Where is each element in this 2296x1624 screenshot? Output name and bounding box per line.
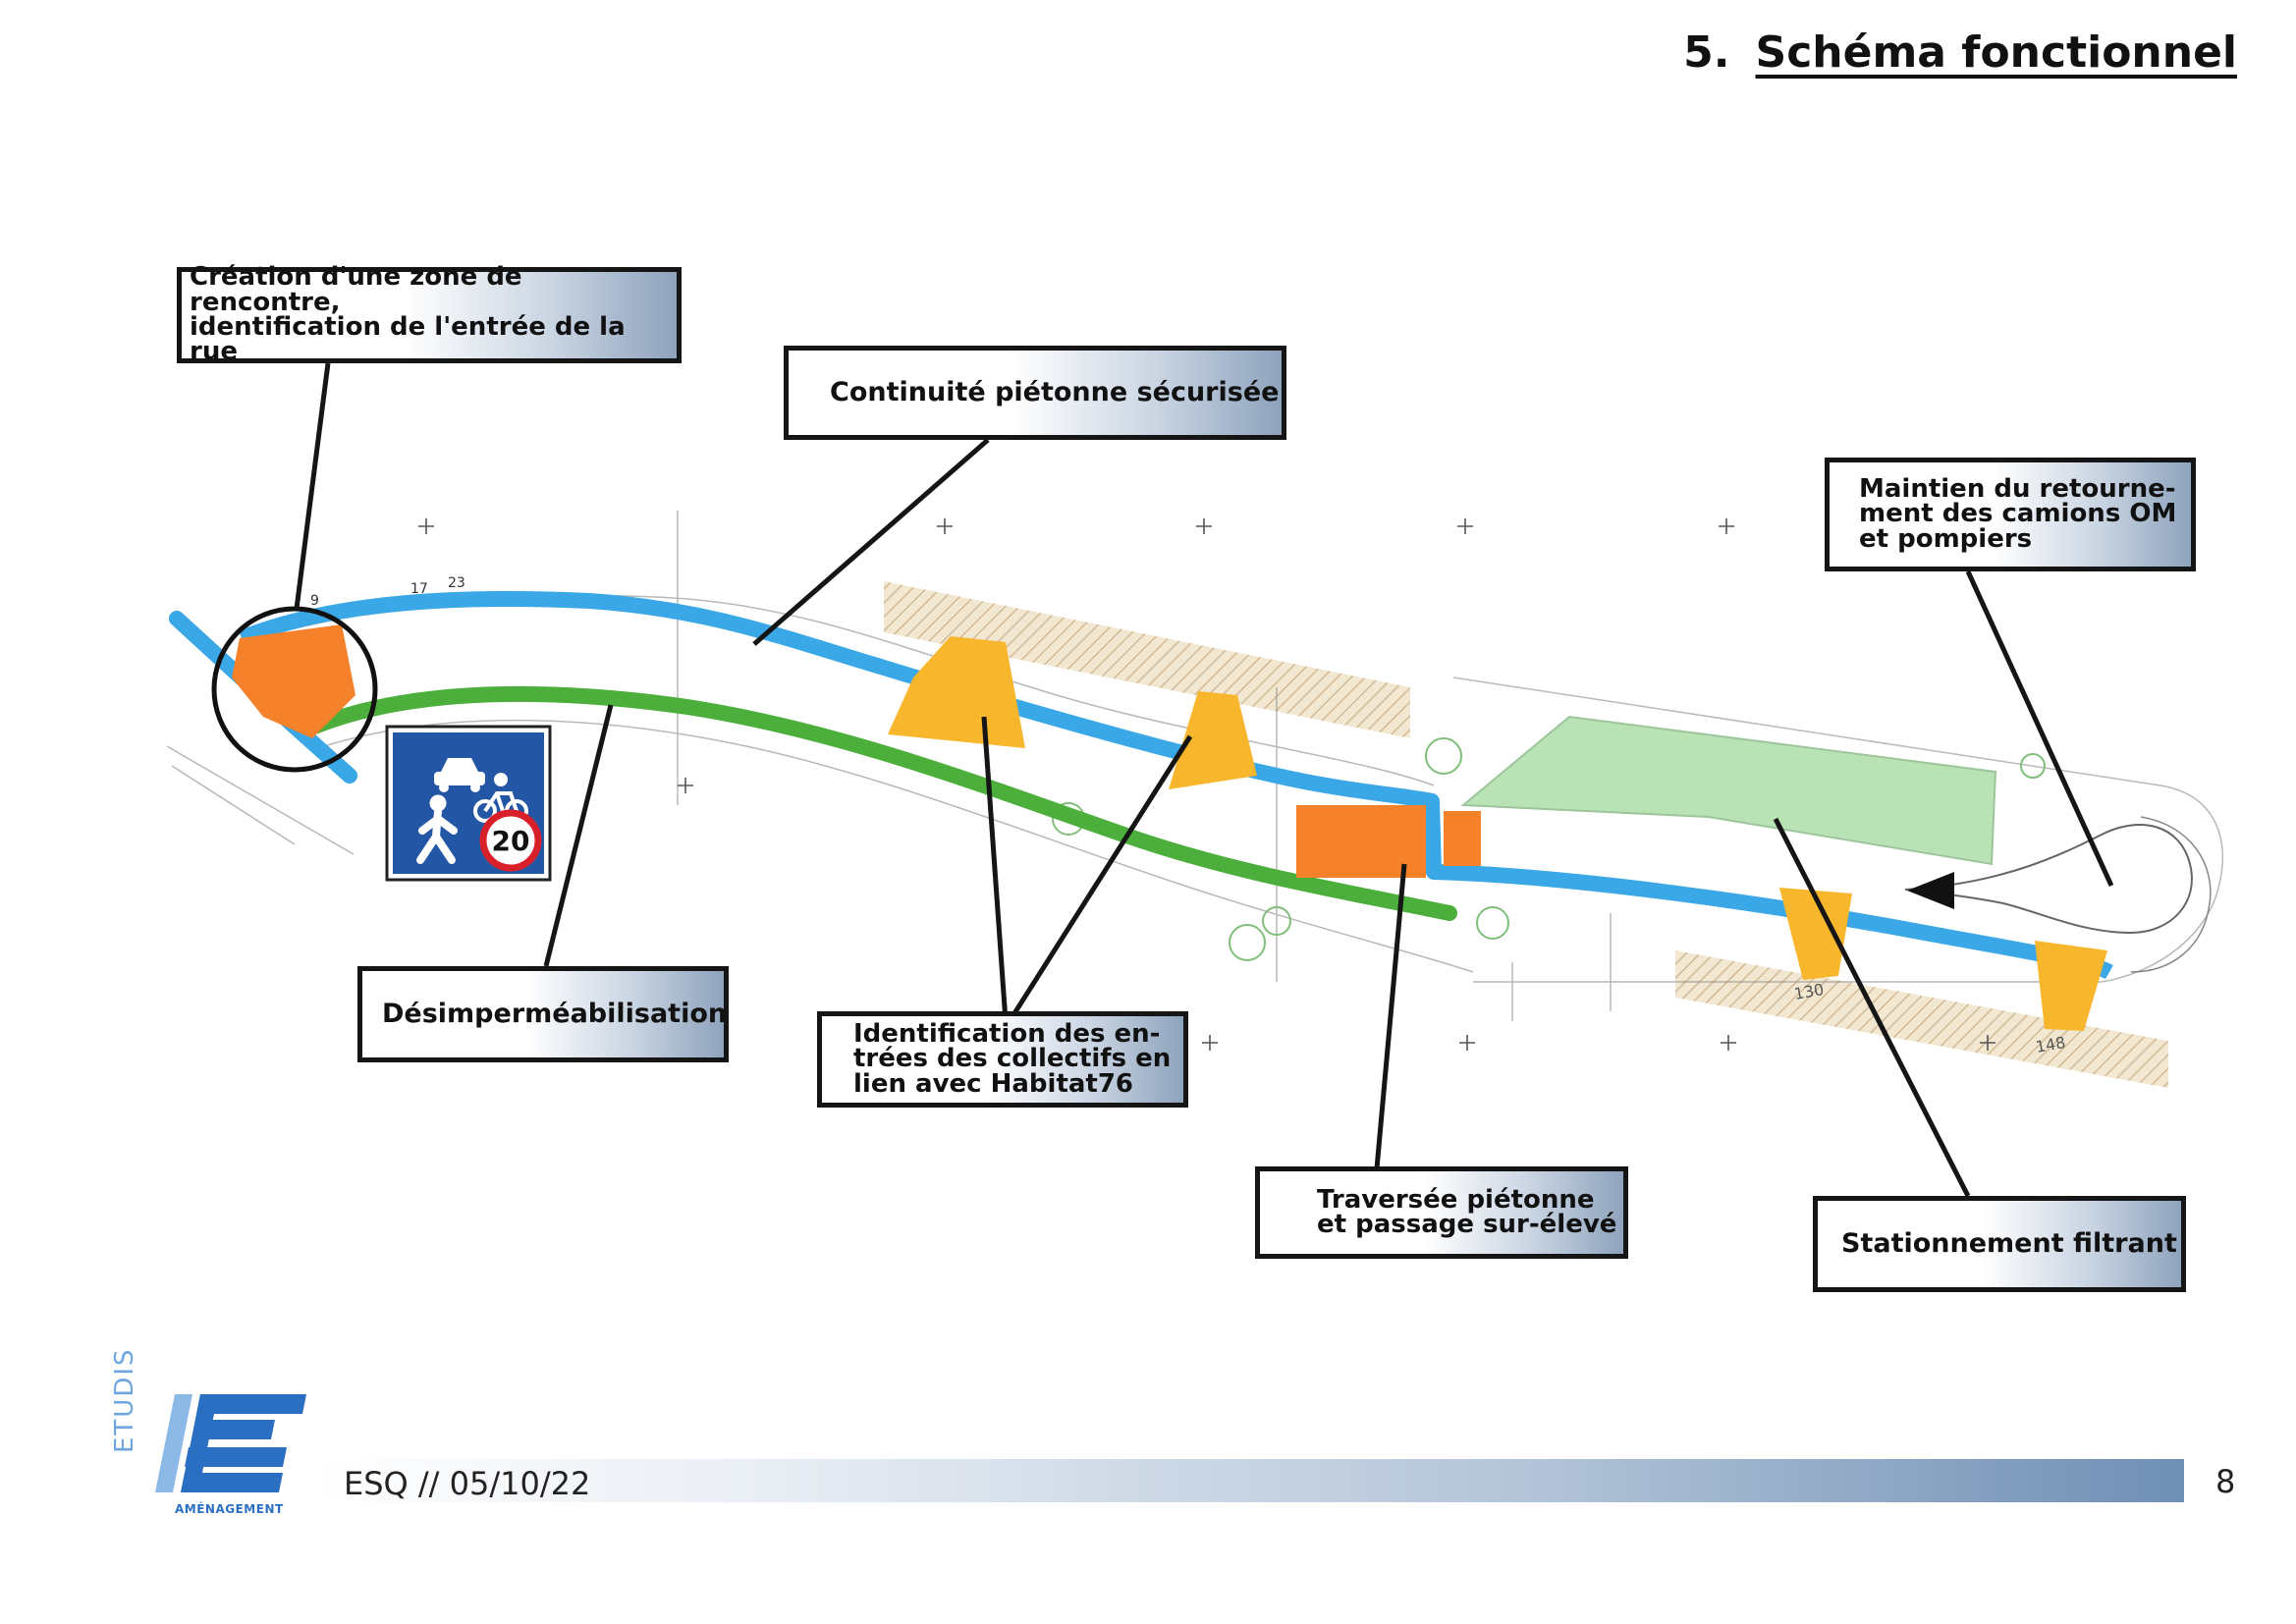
callout-desimpermeabilisation: Désimperméabilisation bbox=[357, 966, 729, 1062]
plan-label: 9 bbox=[310, 593, 319, 609]
yellow-building-entrance bbox=[1169, 691, 1257, 789]
yellow-building-entrance bbox=[888, 636, 1025, 748]
callout-stationnement-filtrant: Stationnement filtrant bbox=[1813, 1196, 2186, 1292]
loop-outer bbox=[2130, 816, 2212, 973]
page-number: 8 bbox=[2215, 1463, 2236, 1500]
section-number: 5. bbox=[1683, 27, 1730, 78]
green-desimpermeabilisation-strip bbox=[306, 685, 1457, 921]
callout-zone-rencontre: Création d'une zone de rencontre, identi… bbox=[177, 262, 682, 367]
callout-text: Maintien du retourne- ment des camions O… bbox=[1859, 473, 2177, 554]
callout-text: Identification des en- trées des collect… bbox=[853, 1018, 1172, 1099]
callout-text: Création d'une zone de rencontre, identi… bbox=[190, 262, 626, 367]
callout-continuite-pietonne: Continuité piétonne sécurisée bbox=[784, 346, 1286, 440]
callout-identification-entrees: Identification des en- trées des collect… bbox=[817, 1011, 1188, 1108]
plan-label: 17 bbox=[410, 581, 428, 597]
orange-raised-crossing bbox=[1444, 811, 1481, 866]
grid-markers bbox=[418, 518, 1995, 1051]
parcel-lines bbox=[166, 511, 2224, 1021]
hatched-building-zone bbox=[884, 581, 1410, 738]
callout-traversee-pietonne: Traversée piétonne et passage sur-élevé bbox=[1255, 1166, 1628, 1259]
pedestrian-icon bbox=[416, 794, 458, 864]
callout-text: Traversée piétonne et passage sur-élevé bbox=[1317, 1184, 1617, 1239]
yellow-building-entrance bbox=[1779, 888, 1852, 980]
section-title: Schéma fonctionnel bbox=[1755, 27, 2238, 78]
hatched-building-zone bbox=[1675, 950, 2168, 1088]
callout-text: Désimperméabilisation bbox=[382, 998, 728, 1029]
page-title: 5. Schéma fonctionnel bbox=[1683, 27, 2237, 78]
footer-bar bbox=[314, 1459, 2184, 1502]
callout-text: Stationnement filtrant bbox=[1841, 1227, 2177, 1259]
direction-arrow bbox=[1907, 872, 1954, 909]
zone-rencontre-sign: 20 bbox=[385, 725, 552, 882]
filtering-parking-area bbox=[1460, 715, 1997, 866]
logo-vertical-text: ETUDIS bbox=[110, 1347, 139, 1453]
plan-label: 23 bbox=[448, 575, 465, 591]
yellow-building-entrance bbox=[2035, 941, 2107, 1031]
entrance-highlight-circle bbox=[211, 606, 378, 773]
car-icon bbox=[434, 758, 485, 792]
leader-lines bbox=[294, 362, 2114, 1198]
logo-wordmark: AMÉNAGEMENT bbox=[175, 1502, 284, 1516]
speed-limit-value: 20 bbox=[492, 825, 530, 857]
footer-reference: ESQ // 05/10/22 bbox=[344, 1465, 591, 1502]
callout-text: Continuité piétonne sécurisée bbox=[830, 376, 1280, 407]
turning-loop bbox=[1904, 824, 2193, 935]
orange-zone-entrance bbox=[232, 624, 355, 738]
speed-limit-disc bbox=[479, 809, 542, 872]
etudis-logo-icon bbox=[155, 1394, 306, 1492]
callout-retournement: Maintien du retourne- ment des camions O… bbox=[1825, 458, 2196, 571]
